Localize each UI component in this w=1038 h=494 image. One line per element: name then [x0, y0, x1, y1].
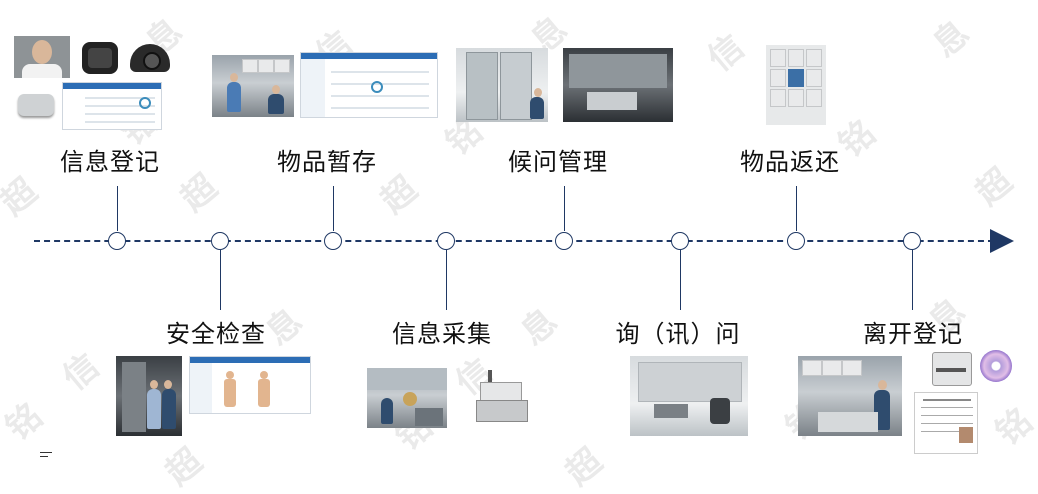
connector-line	[333, 186, 334, 231]
departure-counter-photo	[798, 356, 902, 436]
timeline-node	[671, 232, 689, 250]
timeline-axis	[34, 240, 994, 242]
connector-line	[680, 250, 681, 310]
timeline-node	[211, 232, 229, 250]
connector-line	[564, 186, 565, 231]
step-label-info-registration: 信息登记	[60, 148, 160, 176]
card-reader-image	[14, 86, 58, 122]
waiting-room-photo	[456, 48, 548, 122]
watermark-char: 超	[558, 440, 611, 494]
step-label-departure-registration: 离开登记	[863, 320, 963, 348]
step-label-waiting-management: 候问管理	[508, 148, 608, 176]
step-label-interrogation: 询（讯）问	[615, 320, 741, 348]
timeline-node	[324, 232, 342, 250]
timeline-node	[108, 232, 126, 250]
step-label-item-return: 物品返还	[740, 148, 840, 176]
dome-camera-image	[128, 34, 172, 78]
step-label-info-collection: 信息采集	[392, 320, 492, 348]
connector-line	[912, 250, 913, 310]
watermark-char: 铭	[988, 400, 1038, 454]
connector-line	[796, 186, 797, 231]
interrogation-room-photo	[630, 356, 748, 436]
watermark-char: 信	[55, 345, 108, 399]
storage-software-screenshot	[300, 52, 438, 118]
disc-media-image	[976, 346, 1018, 388]
watermark-char: 息	[925, 12, 978, 66]
watermark-char: 超	[158, 440, 211, 494]
smart-wristband-image	[78, 34, 122, 84]
connector-line	[117, 186, 118, 231]
departure-form-document-image	[914, 392, 978, 454]
timeline-node	[555, 232, 573, 250]
body-scan-software-screenshot	[189, 356, 311, 414]
connector-line	[220, 250, 221, 310]
watermark-char: 超	[173, 166, 226, 220]
process-timeline-diagram: 息 息 息 信 信 铭 铭 铭 超 超 超 超 息 息 息 信 信 信 铭 铭 …	[0, 9, 1038, 493]
step-label-item-storage: 物品暂存	[277, 148, 377, 176]
timeline-node	[437, 232, 455, 250]
watermark-char: 超	[0, 170, 46, 224]
storage-room-photo	[212, 55, 294, 117]
timeline-arrowhead	[990, 229, 1014, 253]
watermark-char: 超	[968, 160, 1021, 214]
small-mark	[40, 452, 52, 453]
info-collection-room-photo	[367, 368, 447, 428]
watermark-char: 铭	[0, 395, 51, 449]
small-mark	[40, 456, 48, 457]
collection-device-image	[470, 368, 534, 424]
face-photo	[14, 36, 70, 78]
registration-software-screenshot	[62, 82, 162, 130]
connector-line	[446, 250, 447, 310]
timeline-node	[903, 232, 921, 250]
disc-burner-device-image	[928, 346, 974, 388]
watermark-char: 息	[513, 300, 566, 354]
timeline-node	[787, 232, 805, 250]
watermark-char: 信	[700, 26, 753, 80]
security-gate-photo	[116, 356, 182, 436]
detention-area-photo	[563, 48, 673, 122]
locker-cabinet-image	[766, 45, 826, 125]
step-label-security-check: 安全检查	[166, 320, 266, 348]
